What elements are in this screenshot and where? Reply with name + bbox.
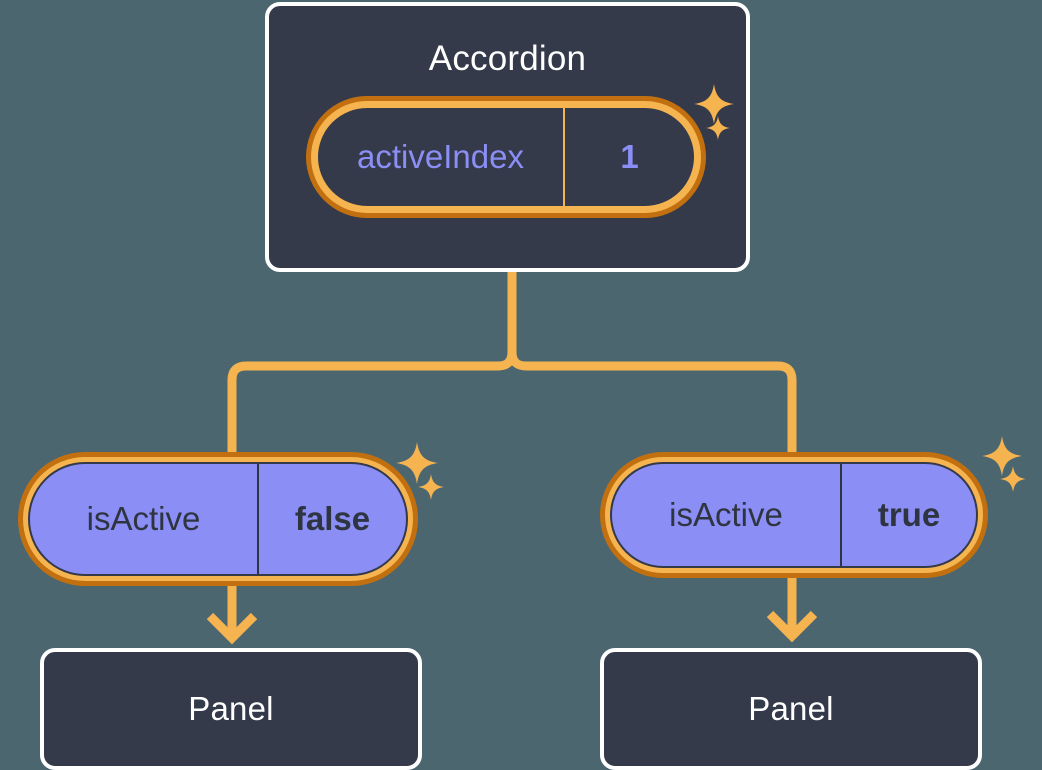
component-node-panel-left[interactable]: Panel [40,648,422,770]
sparkle-icon [982,436,1022,476]
sparkle-icon [1000,466,1026,492]
pill-inner-ring: isActive false [23,457,413,581]
pill-inner-ring: isActive true [605,457,983,573]
sparkle-icon [418,474,444,500]
state-value-isactive-right: true [840,464,976,566]
arrow-down-icon-left [206,612,258,645]
state-pill-isactive-right[interactable]: isActive true [600,452,988,578]
component-node-panel-right[interactable]: Panel [600,648,982,770]
pill-body: activeIndex 1 [316,106,696,208]
state-pill-isactive-left[interactable]: isActive false [18,452,418,586]
state-key-activeindex: activeIndex [357,138,524,175]
accordion-title: Accordion [428,39,587,78]
state-key-isactive-left: isActive [86,500,201,537]
pill-body: isActive true [610,462,978,568]
state-value-isactive-left: false [257,464,406,574]
pill-inner-ring: activeIndex 1 [311,101,701,213]
panel-right-title: Panel [748,690,834,727]
state-value-activeindex: 1 [563,108,694,206]
connector-root-split [227,267,517,457]
connector-root-split-right [507,267,797,457]
state-key-isactive-right: isActive [669,496,783,533]
state-pill-activeindex[interactable]: activeIndex 1 [306,96,706,218]
pill-body: isActive false [28,462,408,576]
arrow-down-icon-right [766,610,818,643]
panel-left-title: Panel [188,690,274,727]
